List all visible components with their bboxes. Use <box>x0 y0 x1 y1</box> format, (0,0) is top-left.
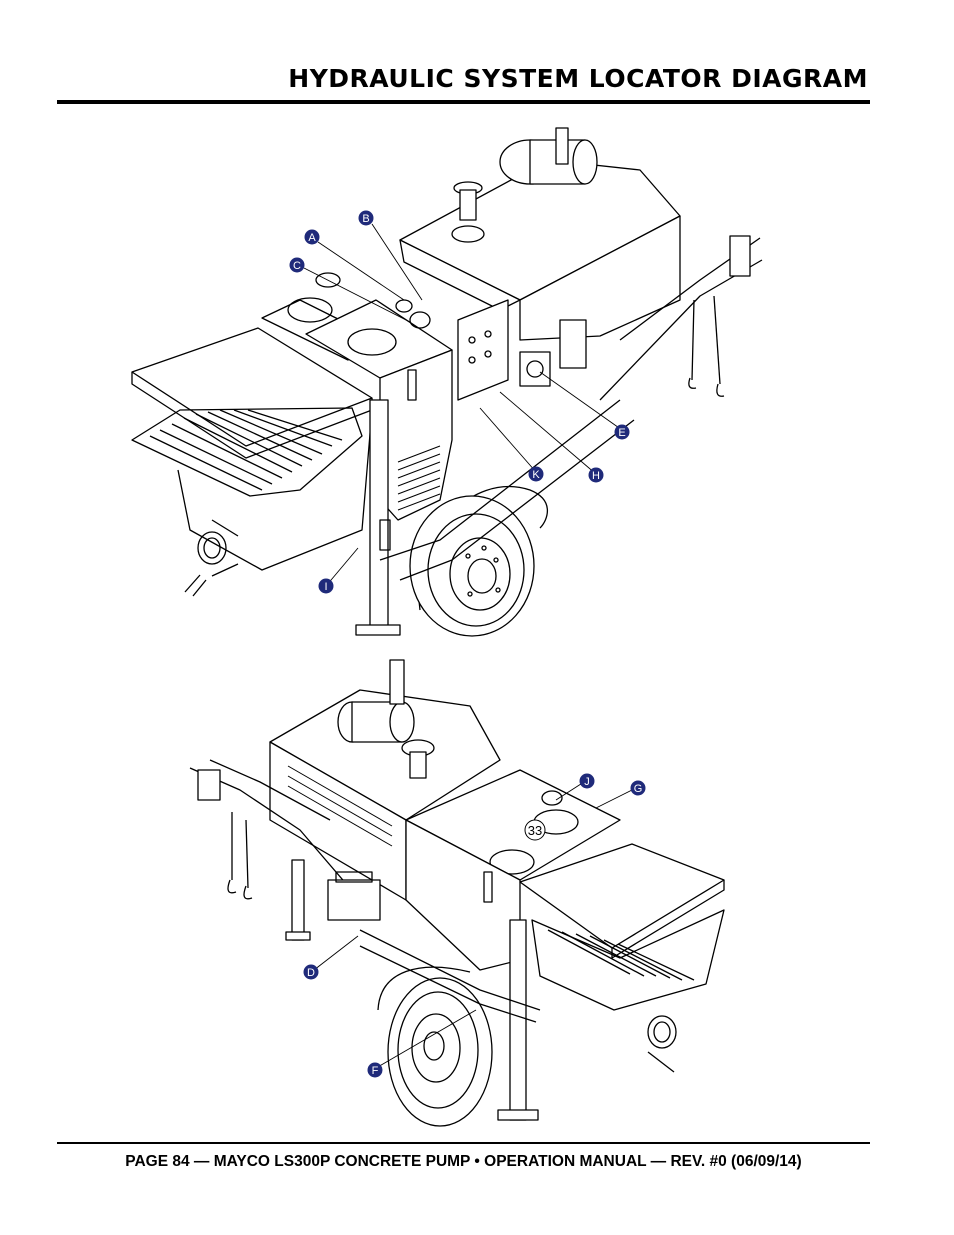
svg-text:E: E <box>618 427 625 439</box>
header-rule <box>57 100 870 104</box>
callout-I: I <box>318 578 334 594</box>
footer-rule <box>57 1142 870 1144</box>
svg-text:J: J <box>584 776 590 788</box>
svg-text:A: A <box>308 232 316 244</box>
callout-B: B <box>358 210 374 226</box>
bottom-pump-illustration <box>189 659 725 1127</box>
callout-A: A <box>304 229 320 245</box>
callout-E: E <box>614 424 630 440</box>
callout-H: H <box>588 467 604 483</box>
callout-G: G <box>630 780 646 796</box>
top-pump-illustration <box>131 127 763 637</box>
callout-F: F <box>367 1062 383 1078</box>
svg-text:C: C <box>293 260 301 272</box>
page-footer: PAGE 84 — MAYCO LS300P CONCRETE PUMP • O… <box>125 1153 802 1170</box>
part-number-label: 33 <box>524 819 546 841</box>
svg-text:K: K <box>532 469 540 481</box>
svg-text:G: G <box>634 783 643 795</box>
svg-text:H: H <box>592 470 600 482</box>
bottom-leader-lines <box>313 781 637 1069</box>
top-leader-lines <box>303 223 623 587</box>
svg-text:I: I <box>324 581 327 593</box>
svg-text:33: 33 <box>528 823 542 838</box>
callout-K: K <box>528 466 544 482</box>
page-title: HYDRAULIC SYSTEM LOCATOR DIAGRAM <box>288 64 868 93</box>
callout-D: D <box>303 964 319 980</box>
svg-text:B: B <box>362 213 369 225</box>
svg-text:D: D <box>307 967 315 979</box>
callout-C: C <box>289 257 305 273</box>
callout-J: J <box>579 773 595 789</box>
svg-text:F: F <box>372 1065 379 1077</box>
